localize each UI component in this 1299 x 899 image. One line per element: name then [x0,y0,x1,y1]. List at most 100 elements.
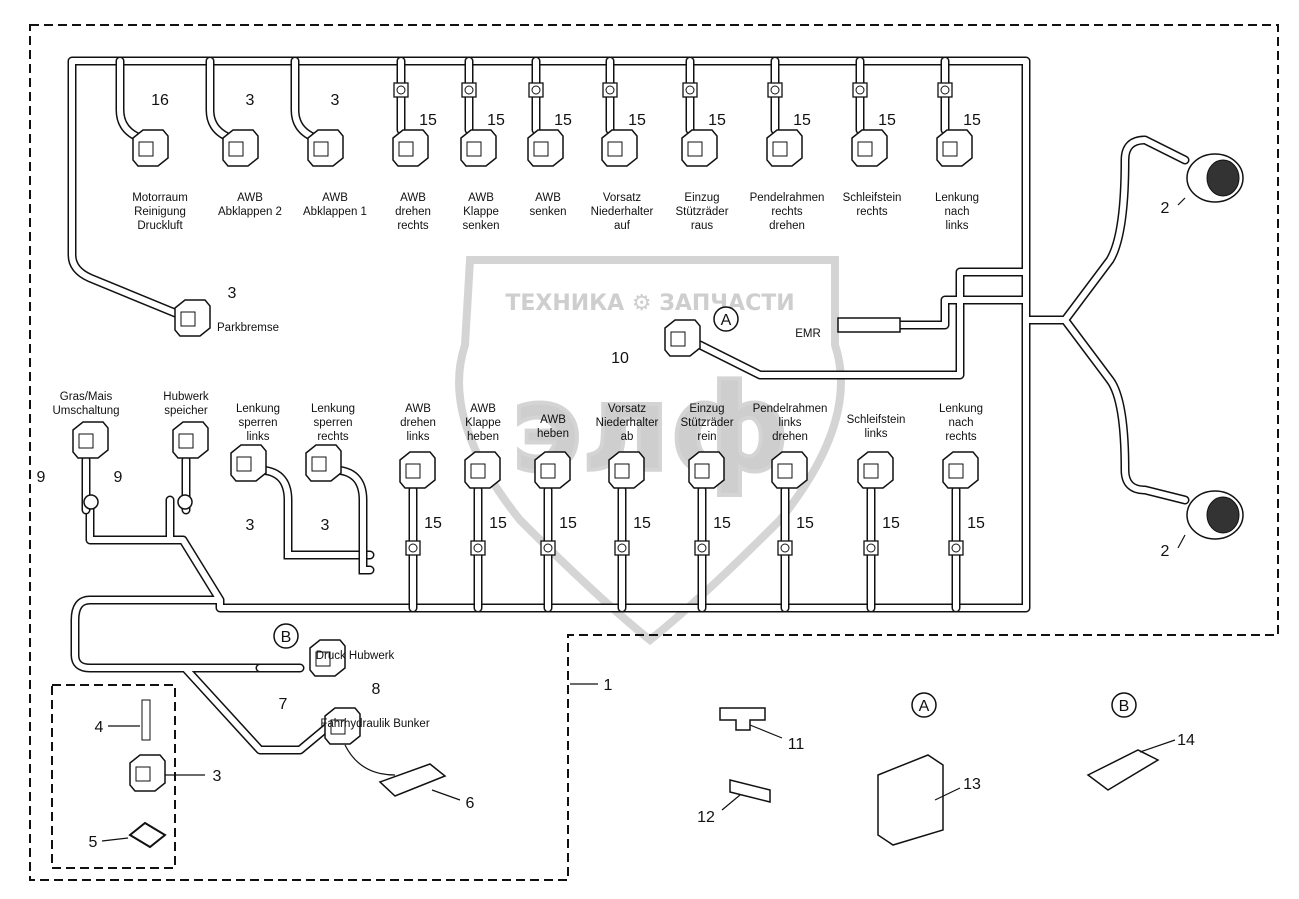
part-number: 10 [611,350,629,367]
connector-top-6[interactable] [527,129,564,167]
watermark: ТЕХНИКА ⚙ ЗАПЧАСТИ элф [455,256,845,646]
connector-bottom-1[interactable] [72,421,109,459]
part-number: 15 [489,515,507,532]
connector-bottom-5[interactable] [399,451,436,489]
k-marker-icon [528,82,544,98]
connector-label: links [945,220,968,232]
pressure-sensor-hubwerk[interactable] [309,639,346,677]
connector-label: Reinigung [134,206,186,218]
part-number: 3 [228,285,237,302]
part-number: 9 [114,469,123,486]
connector-top-5[interactable] [460,129,497,167]
connector-top-8[interactable] [681,129,718,167]
adapter-part[interactable] [729,779,771,803]
emr-label: EMR [795,328,821,340]
connector-bottom-9[interactable] [688,451,725,489]
connector-label: Motorraum [132,192,188,204]
connector-top-4[interactable] [392,129,429,167]
connector-bottom-8[interactable] [608,451,645,489]
connector-top-3[interactable] [307,129,344,167]
connector-bottom-12[interactable] [942,451,979,489]
seal-part[interactable] [128,821,167,849]
connector-label: Klappe [465,417,501,429]
connector-bottom-10[interactable] [771,451,808,489]
connector-label: Pendelrahmen [750,192,825,204]
part-number: 4 [95,719,104,736]
connector-label: speicher [164,405,208,417]
connector-label: drehen [395,206,431,218]
connector-top-10[interactable] [851,129,888,167]
connector-label: rechts [945,431,977,443]
part-number: 15 [628,112,646,129]
k-marker-icon [682,82,698,98]
plug-part[interactable] [378,763,447,797]
connector-label: raus [691,220,714,232]
part-number: 9 [37,469,46,486]
connector-bottom-6[interactable] [464,451,501,489]
connector-label: Lenkung [311,403,355,415]
connector-label: AWB [535,192,561,204]
connector-label: senken [529,206,566,218]
part-13-module[interactable] [877,754,944,846]
connector-label: Abklappen 2 [218,206,282,218]
connector-label: Niederhalter [596,417,659,429]
part-number: 15 [713,515,731,532]
connector-top-7[interactable] [601,129,638,167]
connector-bottom-7[interactable] [534,451,571,489]
connector-bottom-3[interactable] [230,444,267,482]
fahrhydraulik-connector[interactable] [324,707,361,745]
tee-fitting-part[interactable] [719,707,766,731]
reference-letter: A [721,312,732,329]
connector-top-9[interactable] [766,129,803,167]
round-connector-main_connector_top[interactable] [1186,153,1244,203]
connector-label: links [864,428,887,440]
connector-label: links [406,431,429,443]
connector-label: AWB [405,403,431,415]
part-number: 5 [89,834,98,851]
emr-sensor[interactable] [837,317,901,333]
connector-label: rechts [397,220,429,232]
connector-label: Gras/Mais [60,391,113,403]
connector-top-2[interactable] [222,129,259,167]
part-14-sensor[interactable] [1086,749,1160,791]
connector-label: drehen [769,220,805,232]
part-number: 7 [279,696,288,713]
connector-label: AWB [468,192,494,204]
part-number: 14 [1177,732,1195,749]
connector-label: AWB [470,403,496,415]
connector-label: drehen [772,431,808,443]
reference-letter: B [281,629,292,646]
connector-label: heben [537,428,569,440]
k-marker-icon [777,540,793,556]
part-number: 15 [878,112,896,129]
connector-label: Schleifstein [843,192,902,204]
parkbremse-valve[interactable] [174,299,211,337]
valve-part[interactable] [129,754,166,792]
connector-label: links [778,417,801,429]
bolt-part[interactable] [141,699,151,741]
connector-bottom-4[interactable] [305,444,342,482]
k-marker-icon [461,82,477,98]
connector-top-1[interactable] [132,129,169,167]
round-connector-main_connector_bottom[interactable] [1186,490,1244,540]
detail-boundary [51,684,176,869]
connector-label: AWB [237,192,263,204]
part-number: 15 [424,515,442,532]
druck-hubwerk-label: Druck Hubwerk [316,650,395,662]
watermark-text: ТЕХНИКА ⚙ ЗАПЧАСТИ [505,291,794,316]
connector-top-11[interactable] [936,129,973,167]
reference-circle [273,623,299,649]
k-marker-icon [540,540,556,556]
ecu-connector[interactable] [664,319,701,357]
connector-label: ab [621,431,634,443]
connector-label: AWB [400,192,426,204]
part-number: 12 [697,809,715,826]
part-number: 15 [967,515,985,532]
k-marker-icon [614,540,630,556]
connector-label: Einzug [689,403,724,415]
part-number: 15 [554,112,572,129]
k-marker-icon [863,540,879,556]
connector-bottom-11[interactable] [857,451,894,489]
harness-trunk [67,56,1190,755]
connector-bottom-2[interactable] [172,421,209,459]
